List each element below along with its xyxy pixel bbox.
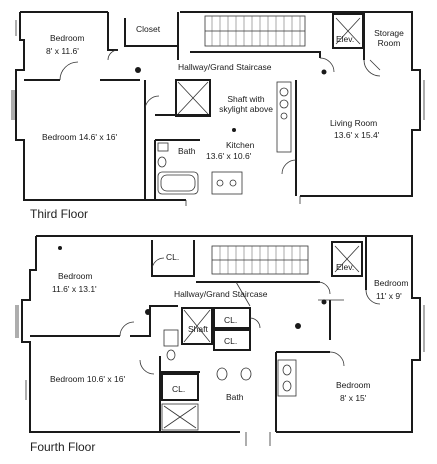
fourth-bedroom-b-name: Bedroom: [374, 278, 409, 288]
fourth-bedroom-d-name: Bedroom: [336, 380, 371, 390]
fourth-hallway-label: Hallway/Grand Staircase: [174, 289, 268, 299]
fourth-bedroom-c-label: Bedroom 10.6' x 16': [50, 374, 126, 384]
fourth-floor-title: Fourth Floor: [30, 440, 96, 454]
fourth-bedroom-a-name: Bedroom: [58, 271, 93, 281]
third-closet-label: Closet: [136, 24, 161, 34]
fourth-shaft-label: Shaft: [188, 324, 208, 334]
third-shaft-label: Shaft with skylight above: [219, 94, 273, 114]
fourth-closet-1-label: CL.: [166, 252, 180, 262]
fourth-elevator-label: Elev.: [336, 262, 355, 272]
third-kitchen-size: 13.6' x 10.6': [206, 151, 252, 161]
fourth-bedroom-a-size: 11.6' x 13.1': [52, 284, 97, 294]
third-bedroom-a-name: Bedroom: [50, 33, 85, 43]
third-bath-label: Bath: [178, 146, 196, 156]
third-storage-label: Storage Room: [374, 28, 404, 48]
third-living-name: Living Room: [330, 118, 378, 128]
third-living-size: 13.6' x 15.4': [334, 130, 380, 140]
third-bedroom-a-size: 8' x 11.6': [46, 46, 79, 56]
fourth-floor-walls: [15, 235, 425, 446]
fourth-bedroom-b-size: 11' x 9': [376, 291, 402, 301]
third-hallway-label: Hallway/Grand Staircase: [178, 62, 272, 72]
fourth-closet-4-label: CL.: [172, 384, 186, 394]
third-floor-walls: [11, 11, 425, 206]
fourth-bedroom-d-size: 8' x 15': [340, 393, 367, 403]
third-bedroom-b-label: Bedroom 14.6' x 16': [42, 132, 118, 142]
fourth-closet-2-label: CL.: [224, 315, 238, 325]
third-elevator-label: Elev.: [336, 34, 355, 44]
fourth-bath-label: Bath: [226, 392, 244, 402]
third-floor-title: Third Floor: [30, 207, 89, 221]
fourth-closet-3-label: CL.: [224, 336, 238, 346]
third-kitchen-name: Kitchen: [226, 140, 255, 150]
